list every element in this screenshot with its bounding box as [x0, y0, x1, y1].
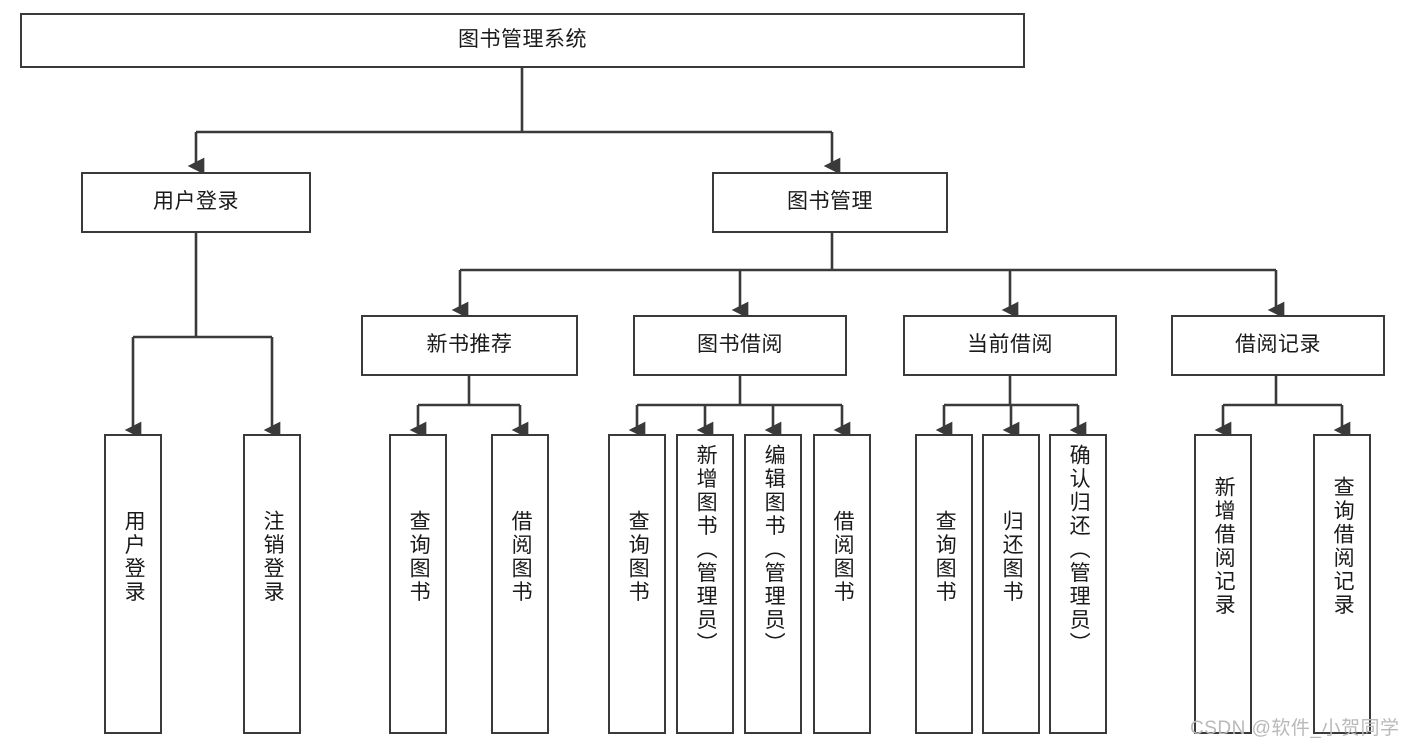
node-label: 图书管理	[787, 190, 873, 214]
node-root-book-management-system[interactable]: 图书管理系统	[20, 13, 1025, 68]
leaf-record-add-borrow-record[interactable]: 新增借阅记录	[1194, 434, 1252, 734]
leaf-borrow-add-book-admin[interactable]: 新增图书（管理员）	[676, 434, 734, 734]
node-label: 注销登录	[261, 510, 285, 604]
leaf-user-login-signout[interactable]: 注销登录	[243, 434, 301, 734]
leaf-borrow-borrow-book[interactable]: 借阅图书	[813, 434, 871, 734]
node-label: 查询图书	[407, 510, 431, 604]
node-current-borrow[interactable]: 当前借阅	[903, 315, 1117, 376]
leaf-current-return-book[interactable]: 归还图书	[982, 434, 1040, 734]
leaf-record-query-borrow-record[interactable]: 查询借阅记录	[1313, 434, 1371, 734]
node-label: 归还图书	[1000, 510, 1024, 604]
node-new-book-recommend[interactable]: 新书推荐	[361, 315, 578, 376]
leaf-user-login-signin[interactable]: 用户登录	[104, 434, 162, 734]
node-borrow-record[interactable]: 借阅记录	[1171, 315, 1385, 376]
csdn-watermark: CSDN @软件_小贺同学	[1190, 718, 1400, 739]
leaf-borrow-query-book[interactable]: 查询图书	[608, 434, 666, 734]
node-label: 借阅图书	[831, 510, 855, 604]
node-label: 新增借阅记录	[1212, 476, 1236, 617]
leaf-current-query-book[interactable]: 查询图书	[915, 434, 973, 734]
node-label: 借阅记录	[1235, 333, 1321, 357]
node-label: 新增图书（管理员）	[694, 444, 718, 656]
node-label: 用户登录	[122, 510, 146, 604]
node-label: 图书借阅	[697, 333, 783, 357]
leaf-borrow-edit-book-admin[interactable]: 编辑图书（管理员）	[744, 434, 802, 734]
node-label: 查询借阅记录	[1331, 476, 1355, 617]
node-user-login[interactable]: 用户登录	[81, 172, 311, 233]
node-label: 查询图书	[626, 510, 650, 604]
leaf-current-confirm-return-admin[interactable]: 确认归还（管理员）	[1049, 434, 1107, 734]
node-label: 当前借阅	[967, 333, 1053, 357]
node-label: 图书管理系统	[458, 28, 587, 52]
leaf-newbook-borrow-book[interactable]: 借阅图书	[491, 434, 549, 734]
leaf-newbook-query-book[interactable]: 查询图书	[389, 434, 447, 734]
node-label: 新书推荐	[426, 333, 513, 357]
node-label: 借阅图书	[509, 510, 533, 604]
node-label: 编辑图书（管理员）	[762, 444, 786, 656]
node-label: 确认归还（管理员）	[1067, 444, 1091, 656]
node-book-management[interactable]: 图书管理	[712, 172, 948, 233]
node-book-borrow[interactable]: 图书借阅	[633, 315, 847, 376]
node-label: 用户登录	[153, 190, 239, 214]
node-label: 查询图书	[933, 510, 957, 604]
